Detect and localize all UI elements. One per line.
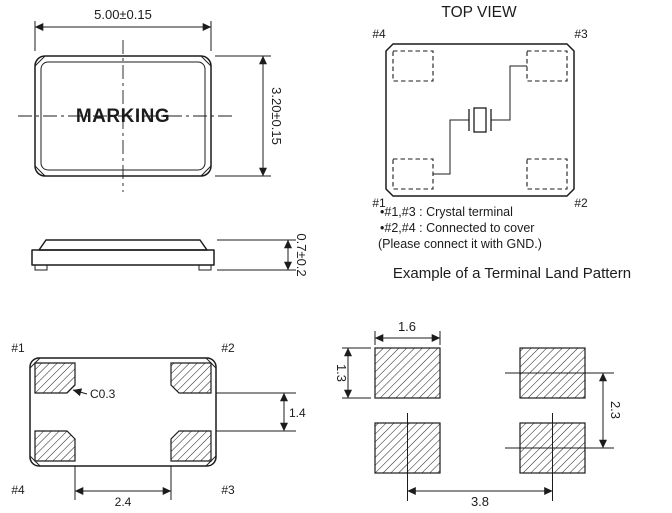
hidden-pad-1: [392, 158, 434, 190]
bottom-pad-view: #1 #2 #4 #3 C0.3 1.4 2.4: [11, 341, 306, 509]
bottom-pad-3-label: #3: [221, 483, 235, 497]
pad-width-dimension: 1.6: [398, 319, 416, 334]
corner-castellation-tick: [34, 55, 46, 67]
note-connected-cover: •#2,#4 : Connected to cover: [380, 221, 534, 235]
land-pad-top-left: [374, 347, 441, 399]
pad-gap-vertical-dimension: 1.4: [289, 406, 306, 420]
outline-height-dimension: 3.20±0.15: [269, 87, 284, 145]
crystal-element: [473, 107, 487, 133]
top-pad-1-label: #1: [372, 196, 386, 210]
bottom-pad-2: [170, 362, 212, 394]
hidden-pad-2: [526, 158, 568, 190]
top-pad-2-label: #2: [574, 196, 588, 210]
chamfer-leader-line: [72, 388, 88, 397]
top-view-title: TOP VIEW: [441, 4, 517, 21]
corner-castellation-tick: [34, 165, 46, 177]
crystal-symbol: [433, 65, 527, 175]
package-outline-view: MARKING 5.00±0.15 3.20±0.15: [18, 7, 284, 192]
top-view-outline: [385, 43, 575, 197]
side-view-foot-left: [34, 264, 48, 271]
side-view-lid: [38, 239, 208, 251]
land-pattern-view: Example of a Terminal Land Pattern 1.6 1…: [334, 265, 631, 509]
corner-castellation-tick: [200, 55, 212, 67]
horizontal-pitch-dimension: 3.8: [471, 494, 489, 509]
corner-castellation-tick: [200, 165, 212, 177]
top-pad-4-label: #4: [372, 27, 386, 41]
top-view: TOP VIEW #4 #3 #1 #2 •#1,#3 : Crystal te…: [372, 4, 588, 251]
bottom-view-outline: [29, 357, 217, 467]
outline-width-dimension: 5.00±0.15: [94, 7, 152, 22]
hidden-pad-3: [526, 50, 568, 82]
note-gnd: (Please connect it with GND.): [378, 237, 542, 251]
crystal-wire-to-pad3: [491, 65, 527, 121]
bottom-pad-2-label: #2: [221, 341, 235, 355]
vertical-pitch-dimension: 2.3: [608, 401, 623, 419]
chamfer-label: C0.3: [90, 387, 116, 401]
side-view-body: [31, 249, 215, 266]
crystal-wire-to-pad1: [433, 119, 469, 175]
note-crystal-terminal: •#1,#3 : Crystal terminal: [380, 205, 513, 219]
top-pad-3-label: #3: [574, 27, 588, 41]
bottom-pad-1-label: #1: [11, 341, 25, 355]
pad-gap-horizontal-dimension: 2.4: [115, 495, 132, 509]
side-view-foot-right: [198, 264, 212, 271]
land-pattern-title: Example of a Terminal Land Pattern: [393, 265, 631, 282]
bottom-pad-4: [34, 430, 76, 462]
pad-height-dimension: 1.3: [334, 364, 349, 382]
side-height-dimension: 0.7±0.2: [294, 233, 309, 276]
bottom-pad-1: [34, 362, 76, 394]
hidden-pad-4: [392, 50, 434, 82]
bottom-pad-4-label: #4: [11, 483, 25, 497]
side-view: 0.7±0.2: [31, 233, 309, 277]
bottom-pad-3: [170, 430, 212, 462]
